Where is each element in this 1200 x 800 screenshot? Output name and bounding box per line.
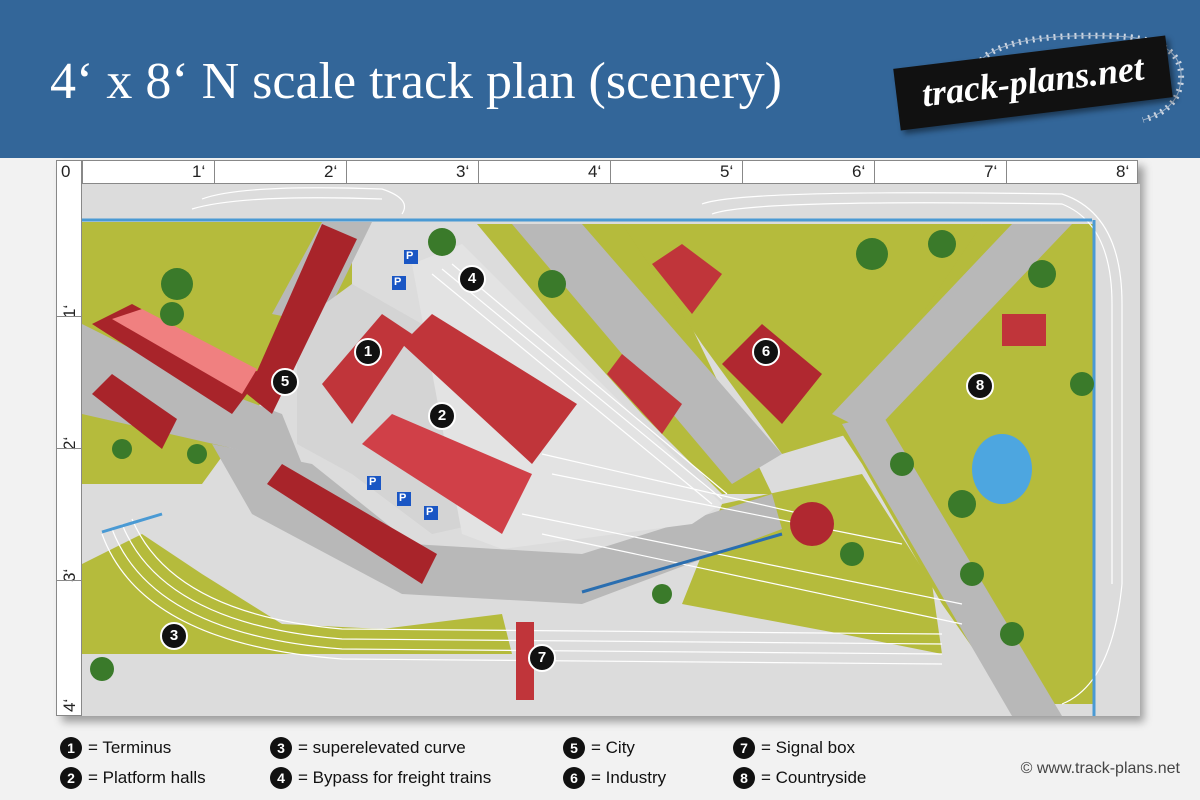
ruler-top-label: 0 <box>61 162 71 181</box>
city-buildings <box>92 224 437 584</box>
marker-superelevated-curve[interactable]: 3 <box>160 622 188 650</box>
marker-countryside[interactable]: 8 <box>966 372 994 400</box>
marker-platform-halls[interactable]: 2 <box>428 402 456 430</box>
legend-item: 4 = Bypass for freight trains <box>270 767 491 791</box>
legend-item: 6 = Industry <box>563 767 666 791</box>
legend-item: 7 = Signal box <box>733 737 855 761</box>
ruler-top-tick <box>874 160 875 184</box>
legend-item: 2 = Platform halls <box>60 767 206 791</box>
terminus-building <box>322 314 412 424</box>
ruler-top-label: 4‘ <box>588 162 602 181</box>
parking-label: P <box>394 276 402 288</box>
page-title: 4‘ x 8‘ N scale track plan (scenery) <box>50 53 782 110</box>
ruler-top-label: 5‘ <box>720 162 734 181</box>
ruler-left-tick <box>56 580 82 581</box>
ruler-left-tick <box>56 448 82 449</box>
legend-number: 5 <box>563 737 585 759</box>
edge-bridge-marker <box>581 532 783 594</box>
ruler-top-tick <box>610 160 611 184</box>
legend-number: 2 <box>60 767 82 789</box>
ruler-top <box>56 160 1138 184</box>
industry-warehouse <box>607 354 682 434</box>
road-south <box>212 444 782 604</box>
ruler-top-tick <box>742 160 743 184</box>
legend-label: = Terminus <box>88 738 172 757</box>
pond <box>972 434 1032 504</box>
ruler-top-label: 7‘ <box>984 162 998 181</box>
road-east <box>832 224 1072 434</box>
parking-label: P <box>406 250 414 262</box>
legend-item: 8 = Countryside <box>733 767 866 791</box>
industry-yard <box>722 324 822 424</box>
marker-city[interactable]: 5 <box>271 368 299 396</box>
legend-number: 1 <box>60 737 82 759</box>
ruler-top-tick <box>1006 160 1007 184</box>
track-lines <box>101 187 1123 705</box>
road-west <box>82 324 302 464</box>
countryside-house <box>1002 314 1046 346</box>
platform-hall-south <box>362 414 532 534</box>
legend-label: = Bypass for freight trains <box>298 768 492 787</box>
marker-terminus[interactable]: 1 <box>354 338 382 366</box>
ruler-left-label: 4‘ <box>60 698 79 712</box>
legend-number: 4 <box>270 767 292 789</box>
parking-label: P <box>426 506 434 518</box>
signal-box <box>516 622 534 700</box>
legend-number: 6 <box>563 767 585 789</box>
ruler-top-label: 3‘ <box>456 162 470 181</box>
legend-number: 7 <box>733 737 755 759</box>
legend-number: 3 <box>270 737 292 759</box>
ruler-top-tick <box>346 160 347 184</box>
marker-industry[interactable]: 6 <box>752 338 780 366</box>
track-plan-map <box>82 184 1140 716</box>
ruler-top-label: 2‘ <box>324 162 338 181</box>
legend-item: 1 = Terminus <box>60 737 171 761</box>
legend-label: = Countryside <box>761 768 867 787</box>
legend-label: = Industry <box>591 768 667 787</box>
marker-signal-box[interactable]: 7 <box>528 644 556 672</box>
parking-label: P <box>369 476 377 488</box>
ruler-top-label: 8‘ <box>1116 162 1130 181</box>
parking-label: P <box>399 492 407 504</box>
road-north-diagonal <box>512 224 782 484</box>
ruler-top-tick <box>82 160 83 184</box>
ruler-left-tick <box>56 316 82 317</box>
round-tank <box>790 502 834 546</box>
ruler-top-label: 6‘ <box>852 162 866 181</box>
legend-label: = City <box>591 738 635 757</box>
ruler-top-tick <box>214 160 215 184</box>
ruler-top-tick <box>478 160 479 184</box>
platform-hall-north <box>402 314 577 464</box>
industry-shed <box>652 244 722 314</box>
edge-curve-marker <box>101 512 163 534</box>
legend-item: 3 = superelevated curve <box>270 737 466 761</box>
trees <box>90 228 1094 681</box>
marker-freight-bypass[interactable]: 4 <box>458 265 486 293</box>
legend-label: = superelevated curve <box>298 738 466 757</box>
legend-item: 5 = City <box>563 737 635 761</box>
ruler-top-label: 1‘ <box>192 162 206 181</box>
ruler-left <box>56 160 82 716</box>
copyright-notice: © www.track-plans.net <box>1020 760 1180 777</box>
parking-signs <box>367 250 438 520</box>
legend-label: = Platform halls <box>88 768 206 787</box>
legend-label: = Signal box <box>761 738 856 757</box>
legend-number: 8 <box>733 767 755 789</box>
